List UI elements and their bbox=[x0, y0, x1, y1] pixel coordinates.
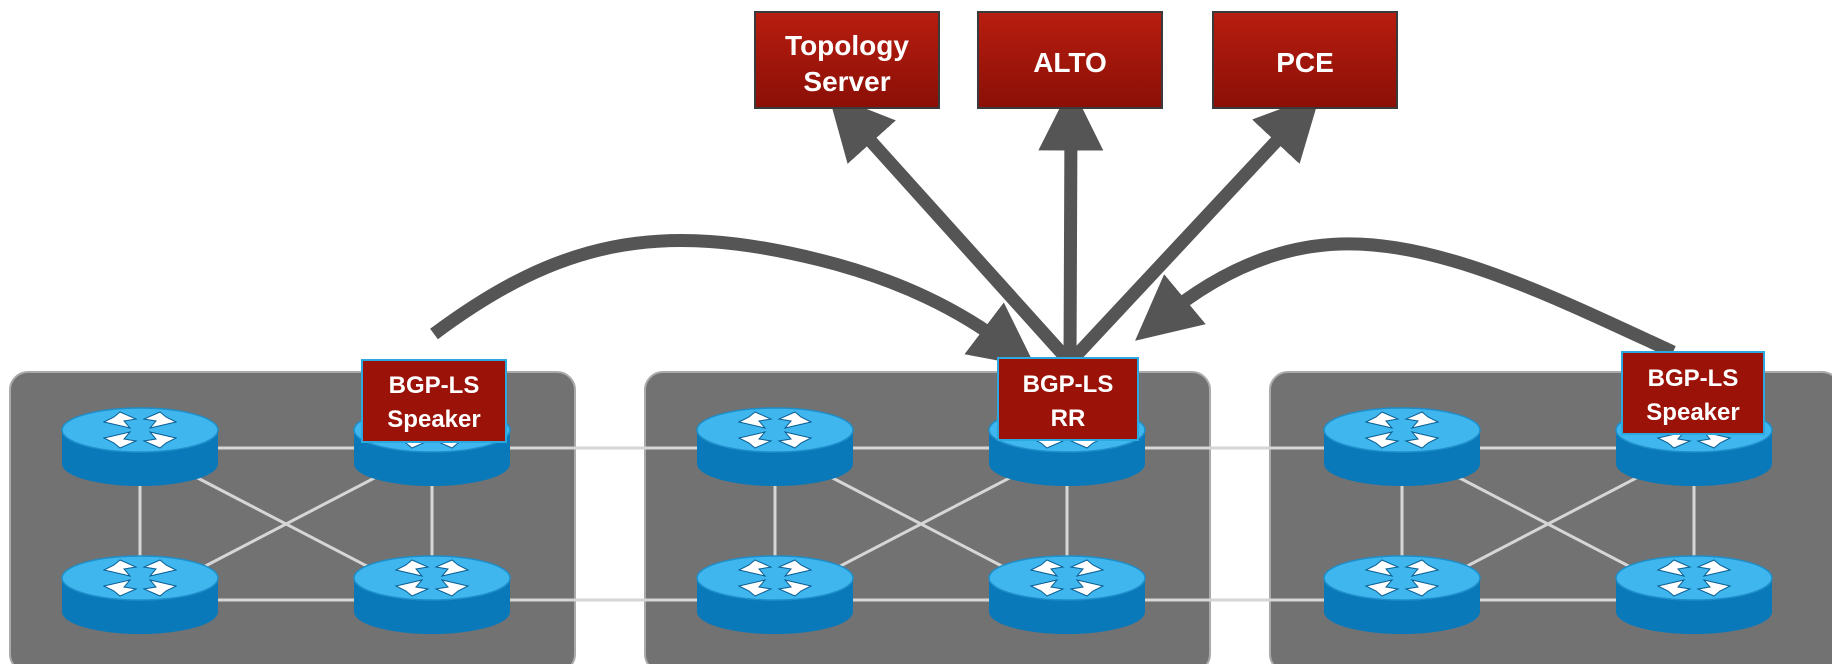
router-icon bbox=[61, 407, 219, 487]
arrow-to-alto bbox=[1038, 85, 1104, 361]
bgp-ls-speaker-left-tag: BGP-LS Speaker bbox=[361, 359, 507, 443]
tag-left-line2: Speaker bbox=[387, 406, 480, 433]
arrows bbox=[430, 85, 1676, 368]
top-boxes: Topology Server ALTO PCE bbox=[754, 11, 1398, 109]
router-icon bbox=[696, 555, 854, 635]
topology-server-box: Topology Server bbox=[754, 11, 940, 109]
pce-label: PCE bbox=[1276, 47, 1334, 78]
router-icon bbox=[1323, 407, 1481, 487]
router-icon bbox=[1323, 555, 1481, 635]
topology-server-label-line1: Topology bbox=[785, 30, 909, 61]
tag-right-line2: Speaker bbox=[1646, 399, 1739, 426]
alto-box: ALTO bbox=[977, 11, 1163, 109]
pce-box: PCE bbox=[1212, 11, 1398, 109]
router-icon bbox=[988, 555, 1146, 635]
tag-left-line1: BGP-LS bbox=[389, 372, 480, 399]
bgp-ls-speaker-right-tag: BGP-LS Speaker bbox=[1621, 351, 1765, 435]
tag-center-line2: RR bbox=[1051, 405, 1086, 432]
router-icon bbox=[1615, 555, 1773, 635]
tag-center-line1: BGP-LS bbox=[1023, 371, 1114, 398]
arrow-left-speaker-to-rr bbox=[430, 234, 1036, 368]
bgp-ls-rr-tag: BGP-LS RR bbox=[997, 357, 1139, 441]
bgp-ls-tags: BGP-LS Speaker BGP-LS RR BGP-LS Speaker bbox=[361, 351, 1765, 443]
tag-right-line1: BGP-LS bbox=[1648, 365, 1739, 392]
arrow-to-topology-server bbox=[828, 93, 1073, 365]
arrow-to-pce bbox=[1067, 94, 1321, 365]
alto-label: ALTO bbox=[1033, 47, 1107, 78]
router-icon bbox=[61, 555, 219, 635]
topology-server-label-line2: Server bbox=[803, 66, 890, 97]
router-icon bbox=[696, 407, 854, 487]
arrow-right-speaker-to-rr bbox=[1135, 237, 1676, 358]
router-icon bbox=[353, 555, 511, 635]
